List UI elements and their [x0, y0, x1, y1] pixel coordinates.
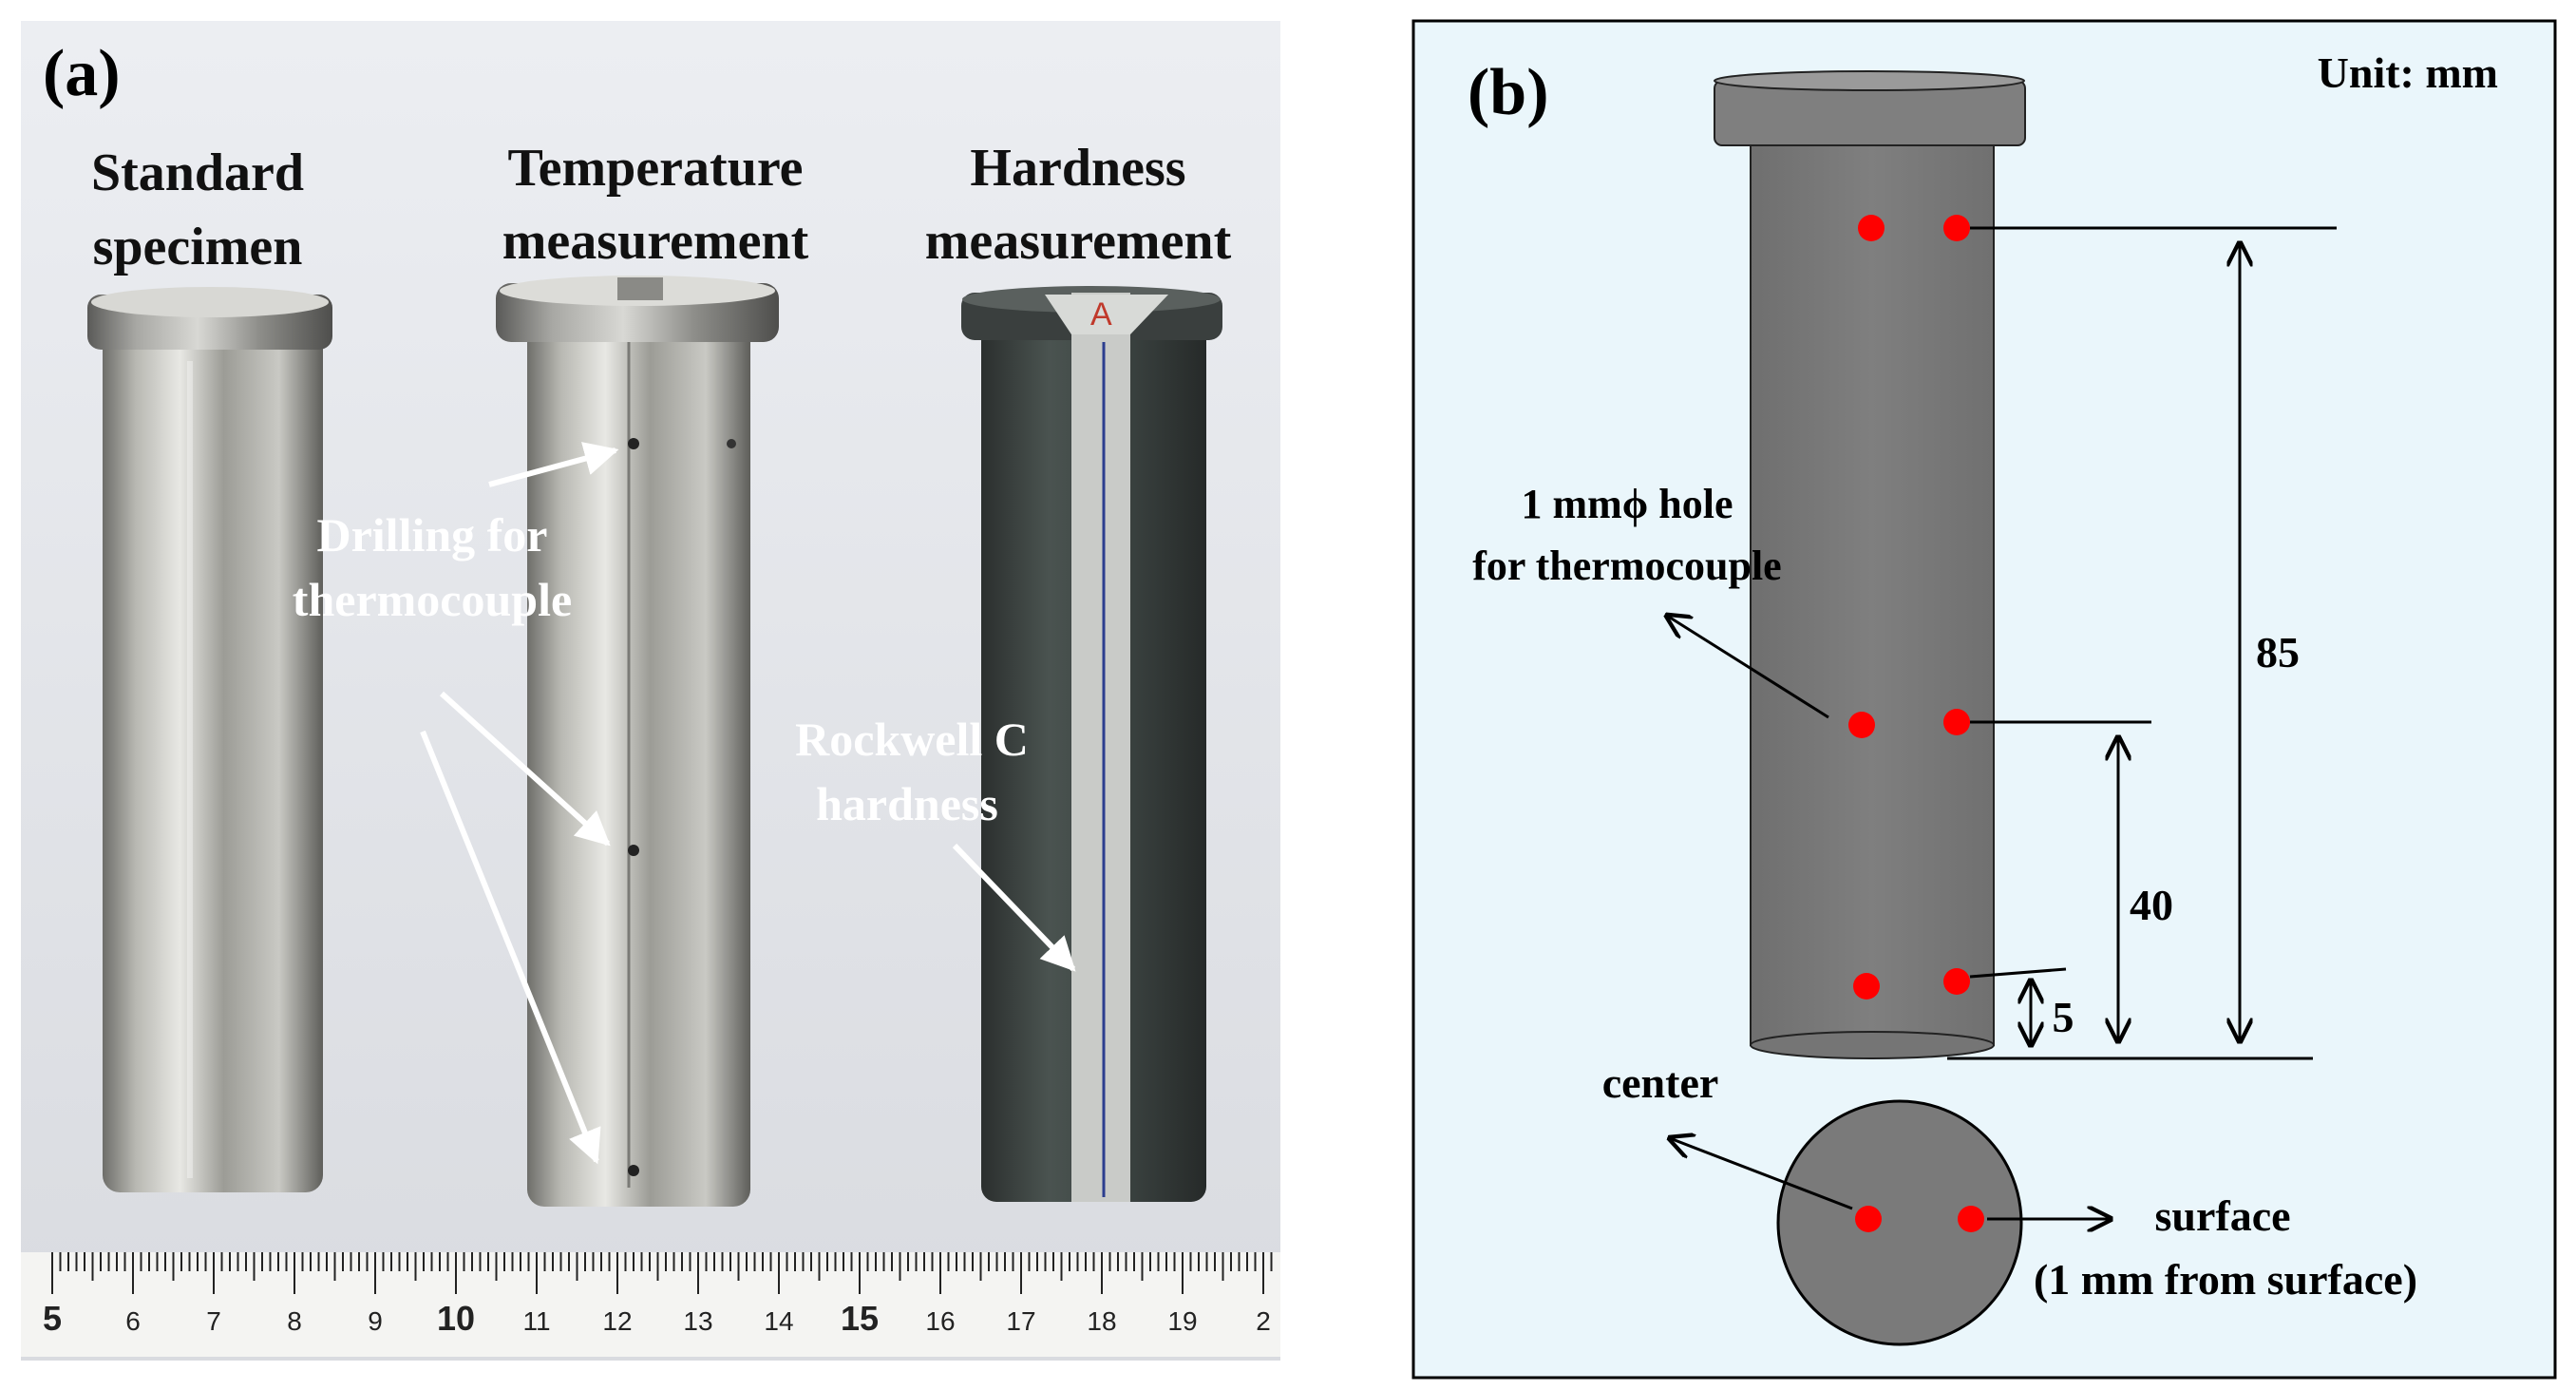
hole-label-line1: 1 mmϕ hole — [1522, 481, 1733, 527]
ruler-number: 9 — [368, 1306, 383, 1336]
specimen-title-line1: Hardness — [970, 139, 1185, 198]
thermocouple-hole-bottom-center — [1853, 973, 1880, 1000]
specimen-title-temperature: Temperature measurement — [502, 139, 809, 271]
cross-section-surface-dot — [1958, 1206, 1984, 1232]
rockwell-label-line1: Rockwell C — [795, 713, 1029, 766]
specimen-title-line1: Temperature — [507, 139, 803, 198]
center-arrow — [1670, 1138, 1853, 1210]
ruler-number: 8 — [287, 1306, 302, 1336]
panel-b: (b) Unit: mm 85 40 5 1 mmϕ hole for ther… — [1411, 19, 2557, 1380]
ruler-number: 5 — [43, 1299, 62, 1338]
ruler: 5 6 7 8 9 10 11 12 13 14 15 16 17 18 19 2 — [21, 1252, 1280, 1357]
drilling-label-line2: thermocouple — [293, 573, 572, 626]
specimen-title-line2: measurement — [925, 212, 1232, 271]
unit-label: Unit: mm — [2318, 48, 2498, 97]
ruler-number: 7 — [206, 1306, 221, 1336]
specimen-title-line2: specimen — [93, 218, 303, 276]
rockwell-label-line2: hardness — [816, 777, 998, 830]
specimen-title-hardness: Hardness measurement — [925, 139, 1232, 271]
hole-label-line2: for thermocouple — [1472, 543, 1781, 589]
thermocouple-hole-top-center — [1858, 215, 1885, 241]
hole-label-arrow — [1667, 616, 1829, 719]
surface-label-line2: (1 mm from surface) — [2034, 1255, 2417, 1304]
specimen-title-standard: Standard specimen — [91, 143, 304, 276]
dimension-40-label: 40 — [2130, 881, 2173, 929]
ruler-number: 16 — [925, 1306, 955, 1336]
thermocouple-hole-middle-surface — [1943, 709, 1970, 735]
ruler-number: 2 — [1256, 1306, 1271, 1336]
cross-section-circle — [1776, 1099, 2023, 1346]
ruler-number: 14 — [764, 1306, 793, 1336]
thermocouple-hole-bottom-surface — [1943, 968, 1970, 995]
ruler-number: 6 — [125, 1306, 141, 1336]
hardness-specimen: A — [961, 286, 1222, 1202]
specimen-title-line1: Standard — [91, 143, 304, 202]
ruler-number: 13 — [683, 1306, 712, 1336]
extension-line-5mm — [1969, 967, 2067, 979]
drilling-label-line1: Drilling for — [316, 508, 547, 562]
ruler-number: 19 — [1167, 1306, 1197, 1336]
surface-label-line1: surface — [2154, 1191, 2290, 1240]
ruler-number: 10 — [437, 1299, 475, 1338]
specimen-cylinder — [1714, 70, 2026, 1059]
ruler-number: 18 — [1087, 1306, 1116, 1336]
dimension-5-label: 5 — [2053, 993, 2074, 1041]
thermocouple-hole-top-surface — [1943, 215, 1970, 241]
hardness-stamp: A — [1090, 296, 1112, 333]
ruler-number: 11 — [522, 1306, 550, 1336]
dimension-85-label: 85 — [2256, 628, 2300, 676]
center-label: center — [1602, 1058, 1719, 1107]
drilling-arrows — [420, 442, 619, 1165]
ruler-number: 12 — [602, 1306, 632, 1336]
specimen-title-line2: measurement — [502, 212, 809, 271]
panel-a: (a) Standard specimen Temperature measur… — [21, 21, 1280, 1361]
thermocouple-hole-middle-center — [1848, 712, 1875, 738]
rockwell-arrow — [952, 843, 1076, 972]
cross-section-center-dot — [1855, 1206, 1882, 1232]
panel-a-tag: (a) — [43, 37, 121, 110]
standard-specimen — [87, 287, 332, 1192]
panel-b-tag: (b) — [1468, 56, 1549, 129]
temperature-specimen — [496, 276, 779, 1207]
ruler-number: 17 — [1006, 1306, 1035, 1336]
ruler-number: 15 — [841, 1299, 879, 1338]
